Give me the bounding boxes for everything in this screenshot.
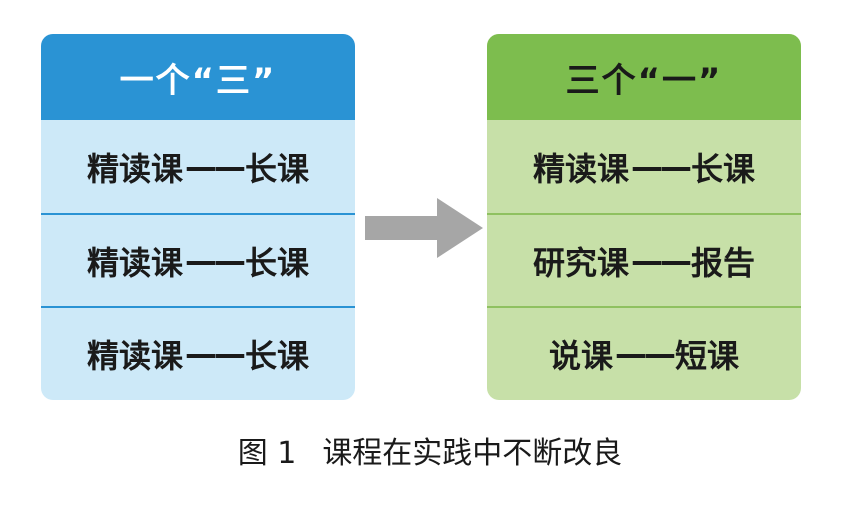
left-panel-header: 一个“三” [41, 34, 355, 120]
right-panel: 三个“一” 精读课——长课 研究课——报告 说课——短课 [487, 34, 801, 400]
row-term: 研究课 [532, 243, 629, 282]
row-dash: —— [185, 334, 246, 373]
row-dash: —— [185, 241, 246, 280]
row-term: 精读课 [86, 149, 183, 188]
row-value: 短课 [675, 336, 740, 375]
right-arrow-icon [365, 198, 483, 258]
row-value: 报告 [691, 243, 756, 282]
left-row-3: 精读课——长课 [41, 306, 355, 399]
row-dash: —— [185, 147, 246, 186]
row-value: 长课 [245, 336, 310, 375]
row-term: 精读课 [532, 149, 629, 188]
right-row-3: 说课——短课 [487, 306, 801, 399]
left-row-1: 精读课——长课 [41, 120, 355, 213]
figure-number: 图 1 [237, 436, 297, 471]
figure-caption: 图 1 课程在实践中不断改良 [0, 428, 860, 472]
row-term: 精读课 [86, 336, 183, 375]
left-panel: 一个“三” 精读课——长课 精读课——长课 精读课——长课 [41, 34, 355, 400]
figure-title: 课程在实践中不断改良 [322, 436, 623, 471]
right-panel-header: 三个“一” [487, 34, 801, 120]
row-dash: —— [631, 241, 692, 280]
row-value: 长课 [691, 149, 756, 188]
row-dash: —— [615, 334, 676, 373]
row-term: 精读课 [86, 243, 183, 282]
row-dash: —— [631, 147, 692, 186]
row-value: 长课 [245, 243, 310, 282]
left-row-2: 精读课——长课 [41, 213, 355, 306]
right-row-1: 精读课——长课 [487, 120, 801, 213]
right-row-2: 研究课——报告 [487, 213, 801, 306]
row-term: 说课 [548, 336, 613, 375]
row-value: 长课 [245, 149, 310, 188]
